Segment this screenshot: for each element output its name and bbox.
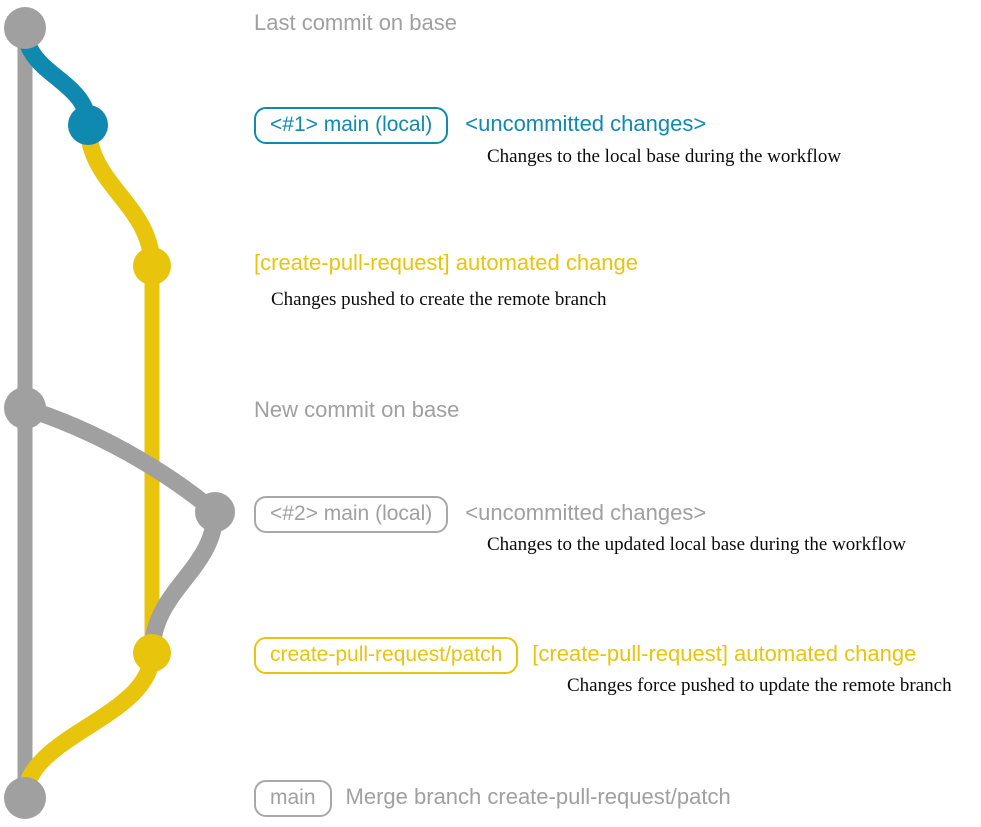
- commit-subject-commit-4: [create-pull-request] automated change: [532, 641, 917, 666]
- edge-basenew-to-local2: [16, 399, 224, 521]
- edge-patch2-to-merge: [16, 644, 161, 807]
- commit-row-commit-3: <#2> main (local) <uncommitted changes>: [254, 496, 706, 533]
- commit-row-commit-1: <#1> main (local) <uncommitted changes>: [254, 107, 706, 144]
- commit-row-last-commit-on-base: Last commit on base: [254, 12, 457, 34]
- commit-node-base-merge: [4, 777, 46, 819]
- commit-row-commit-4: create-pull-request/patch [create-pull-r…: [254, 637, 916, 674]
- commit-row-new-commit-on-base: New commit on base: [254, 399, 459, 421]
- commit-note-commit-3: Changes to the updated local base during…: [487, 534, 906, 555]
- commit-node-patch-2: [133, 634, 171, 672]
- commit-subject-last-commit-on-base: Last commit on base: [254, 10, 457, 35]
- branch-badge-main-local-2[interactable]: <#2> main (local): [254, 496, 449, 533]
- commit-row-commit-5: main Merge branch create-pull-request/pa…: [254, 780, 731, 817]
- commit-row-commit-2: [create-pull-request] automated change: [254, 252, 638, 274]
- commit-subject-commit-1: <uncommitted changes>: [465, 111, 707, 136]
- commit-subject-commit-3: <uncommitted changes>: [465, 500, 707, 525]
- branch-badge-main-local-1[interactable]: <#1> main (local): [254, 107, 449, 144]
- edge-local1-to-patch1: [79, 116, 161, 275]
- commit-node-patch-1: [133, 247, 171, 285]
- commit-node-local-2: [195, 492, 235, 532]
- commit-node-local-1: [68, 105, 108, 145]
- branch-badge-create-pull-request-patch[interactable]: create-pull-request/patch: [254, 637, 519, 674]
- commit-subject-commit-5: Merge branch create-pull-request/patch: [345, 784, 731, 809]
- commit-note-commit-4: Changes force pushed to update the remot…: [567, 675, 952, 696]
- edge-local2-to-patch2: [143, 503, 224, 662]
- commit-node-base-last: [4, 7, 46, 49]
- branch-badge-main[interactable]: main: [254, 780, 332, 817]
- commit-note-commit-2: Changes pushed to create the remote bran…: [271, 289, 607, 310]
- commit-note-commit-1: Changes to the local base during the wor…: [487, 146, 842, 167]
- commit-subject-commit-2: [create-pull-request] automated change: [254, 250, 639, 275]
- commit-subject-new-commit-on-base: New commit on base: [254, 397, 460, 422]
- commit-node-base-new: [4, 387, 46, 429]
